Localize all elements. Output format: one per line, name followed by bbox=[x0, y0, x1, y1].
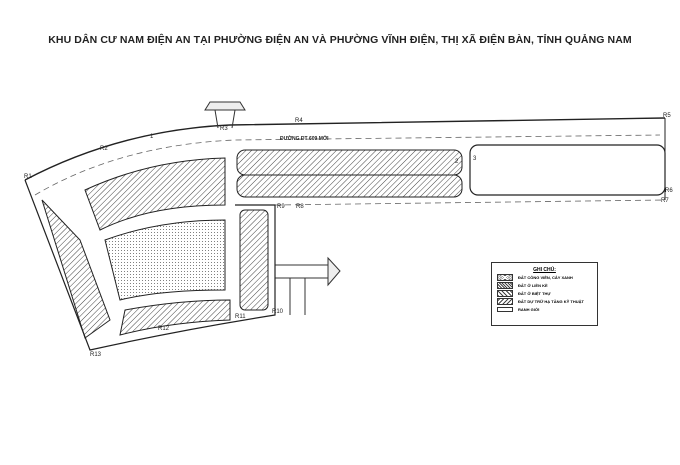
point-r9: R9 bbox=[277, 204, 285, 210]
road-r8 bbox=[274, 199, 666, 206]
legend-item: ĐẤT Ở BIỆT THỰ bbox=[497, 289, 597, 297]
block-row-houses-2 bbox=[236, 174, 463, 198]
lot-number: 1 bbox=[150, 134, 154, 140]
point-r1: R1 bbox=[24, 174, 32, 180]
point-r6: R6 bbox=[665, 188, 673, 194]
point-r4: R4 bbox=[295, 118, 303, 124]
road-r2-curve bbox=[24, 117, 666, 181]
block-west bbox=[41, 199, 111, 339]
point-r2: R2 bbox=[100, 146, 108, 152]
point-r13: R13 bbox=[90, 352, 102, 358]
legend-heading: GHI CHÚ: bbox=[533, 267, 556, 273]
lot-number: 2 bbox=[455, 159, 459, 165]
lot-number: 3 bbox=[473, 156, 477, 162]
legend-item: ĐẤT CÔNG VIÊN, CÂY XANH bbox=[497, 273, 597, 281]
block-villa-south bbox=[119, 299, 231, 336]
road-inner bbox=[34, 134, 661, 196]
point-r12: R12 bbox=[158, 326, 170, 332]
block-villa-north bbox=[84, 157, 226, 231]
point-r10: R10 bbox=[272, 309, 284, 315]
map-title: KHU DÂN CƯ NAM ĐIỆN AN TẠI PHƯỜNG ĐIỆN A… bbox=[48, 34, 632, 46]
legend: GHI CHÚ: ĐẤT CÔNG VIÊN, CÂY XANH ĐẤT Ở L… bbox=[491, 262, 598, 326]
point-r8: R8 bbox=[296, 204, 304, 210]
legend-item: ĐẤT Ở LIỀN KỀ bbox=[497, 281, 597, 289]
road-label: ĐƯỜNG ĐT 609 MỚI bbox=[280, 134, 329, 142]
block-reserve bbox=[469, 144, 666, 196]
block-park bbox=[104, 219, 226, 301]
legend-item: RANH GIỚI bbox=[497, 305, 597, 313]
point-r5: R5 bbox=[663, 113, 671, 119]
point-r3: R3 bbox=[220, 126, 228, 132]
point-r11: R11 bbox=[235, 314, 246, 320]
block-east-small bbox=[239, 209, 269, 311]
legend-item: ĐẤT DỰ TRỮ HẠ TẦNG KỸ THUẬT bbox=[497, 297, 597, 305]
block-row-houses-1 bbox=[236, 149, 463, 176]
point-r7: R7 bbox=[661, 198, 669, 204]
